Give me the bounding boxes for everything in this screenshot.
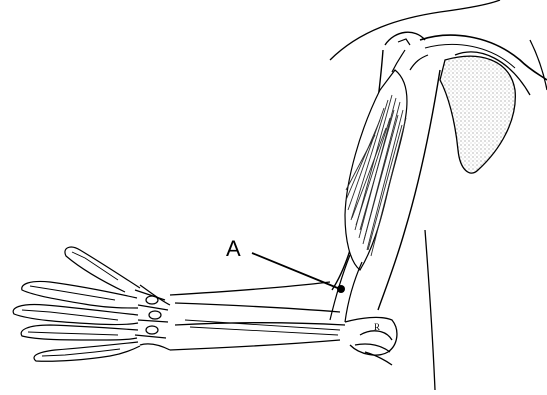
scapula [420, 35, 547, 173]
hand-skeleton [135, 285, 170, 350]
elbow-joint [345, 317, 397, 365]
callout-label-a: A [226, 236, 241, 261]
callout-a: A [226, 236, 345, 293]
small-mark: R [374, 322, 380, 332]
fingers [13, 247, 140, 361]
callout-point [337, 285, 345, 293]
biceps-muscle [345, 50, 428, 270]
forearm-outline [170, 282, 345, 350]
